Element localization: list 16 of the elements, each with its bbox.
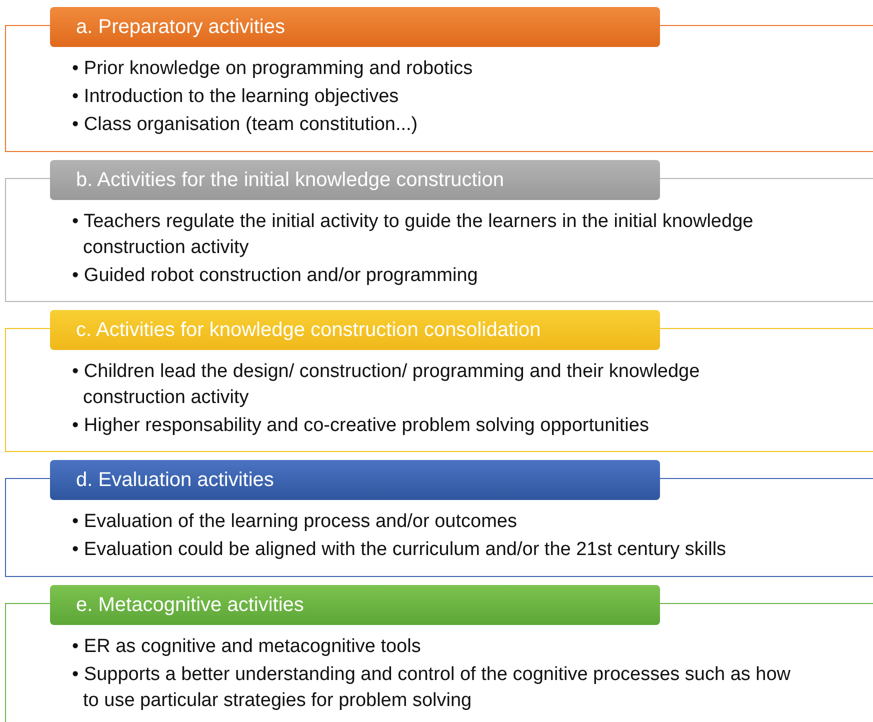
section-header: c. Activities for knowledge construction consolidation — [50, 310, 660, 350]
bullet-item: • Children lead the design/ construction/ programming and their knowledge construction activity — [72, 360, 701, 410]
section-header: e. Metacognitive activities — [50, 585, 660, 625]
bullet-item: • ER as cognitive and metacognitive tools — [72, 635, 422, 659]
bullet-item: • Introduction to the learning objectives — [72, 85, 400, 109]
bullet-item: • Evaluation could be aligned with the curriculum and/or the 21st century skills — [72, 538, 728, 562]
bullet-item: • Guided robot construction and/or programming — [72, 264, 479, 288]
section-header: d. Evaluation activities — [50, 460, 660, 500]
section-header: a. Preparatory activities — [50, 7, 660, 47]
bullet-item: • Teachers regulate the initial activity to guide the learners in the initial knowledge construction activity — [72, 210, 754, 260]
bullet-item: • Higher responsability and co-creative problem solving opportunities — [72, 414, 650, 438]
bullet-item: • Class organisation (team constitution...) — [72, 113, 419, 137]
bullet-item: • Evaluation of the learning process and/or outcomes — [72, 510, 518, 534]
section-header: b. Activities for the initial knowledge construction — [50, 160, 660, 200]
bullet-item: • Prior knowledge on programming and robotics — [72, 57, 474, 81]
bullet-item: • Supports a better understanding and control of the cognitive processes such as how to use particular strategies for problem solving — [72, 663, 792, 713]
